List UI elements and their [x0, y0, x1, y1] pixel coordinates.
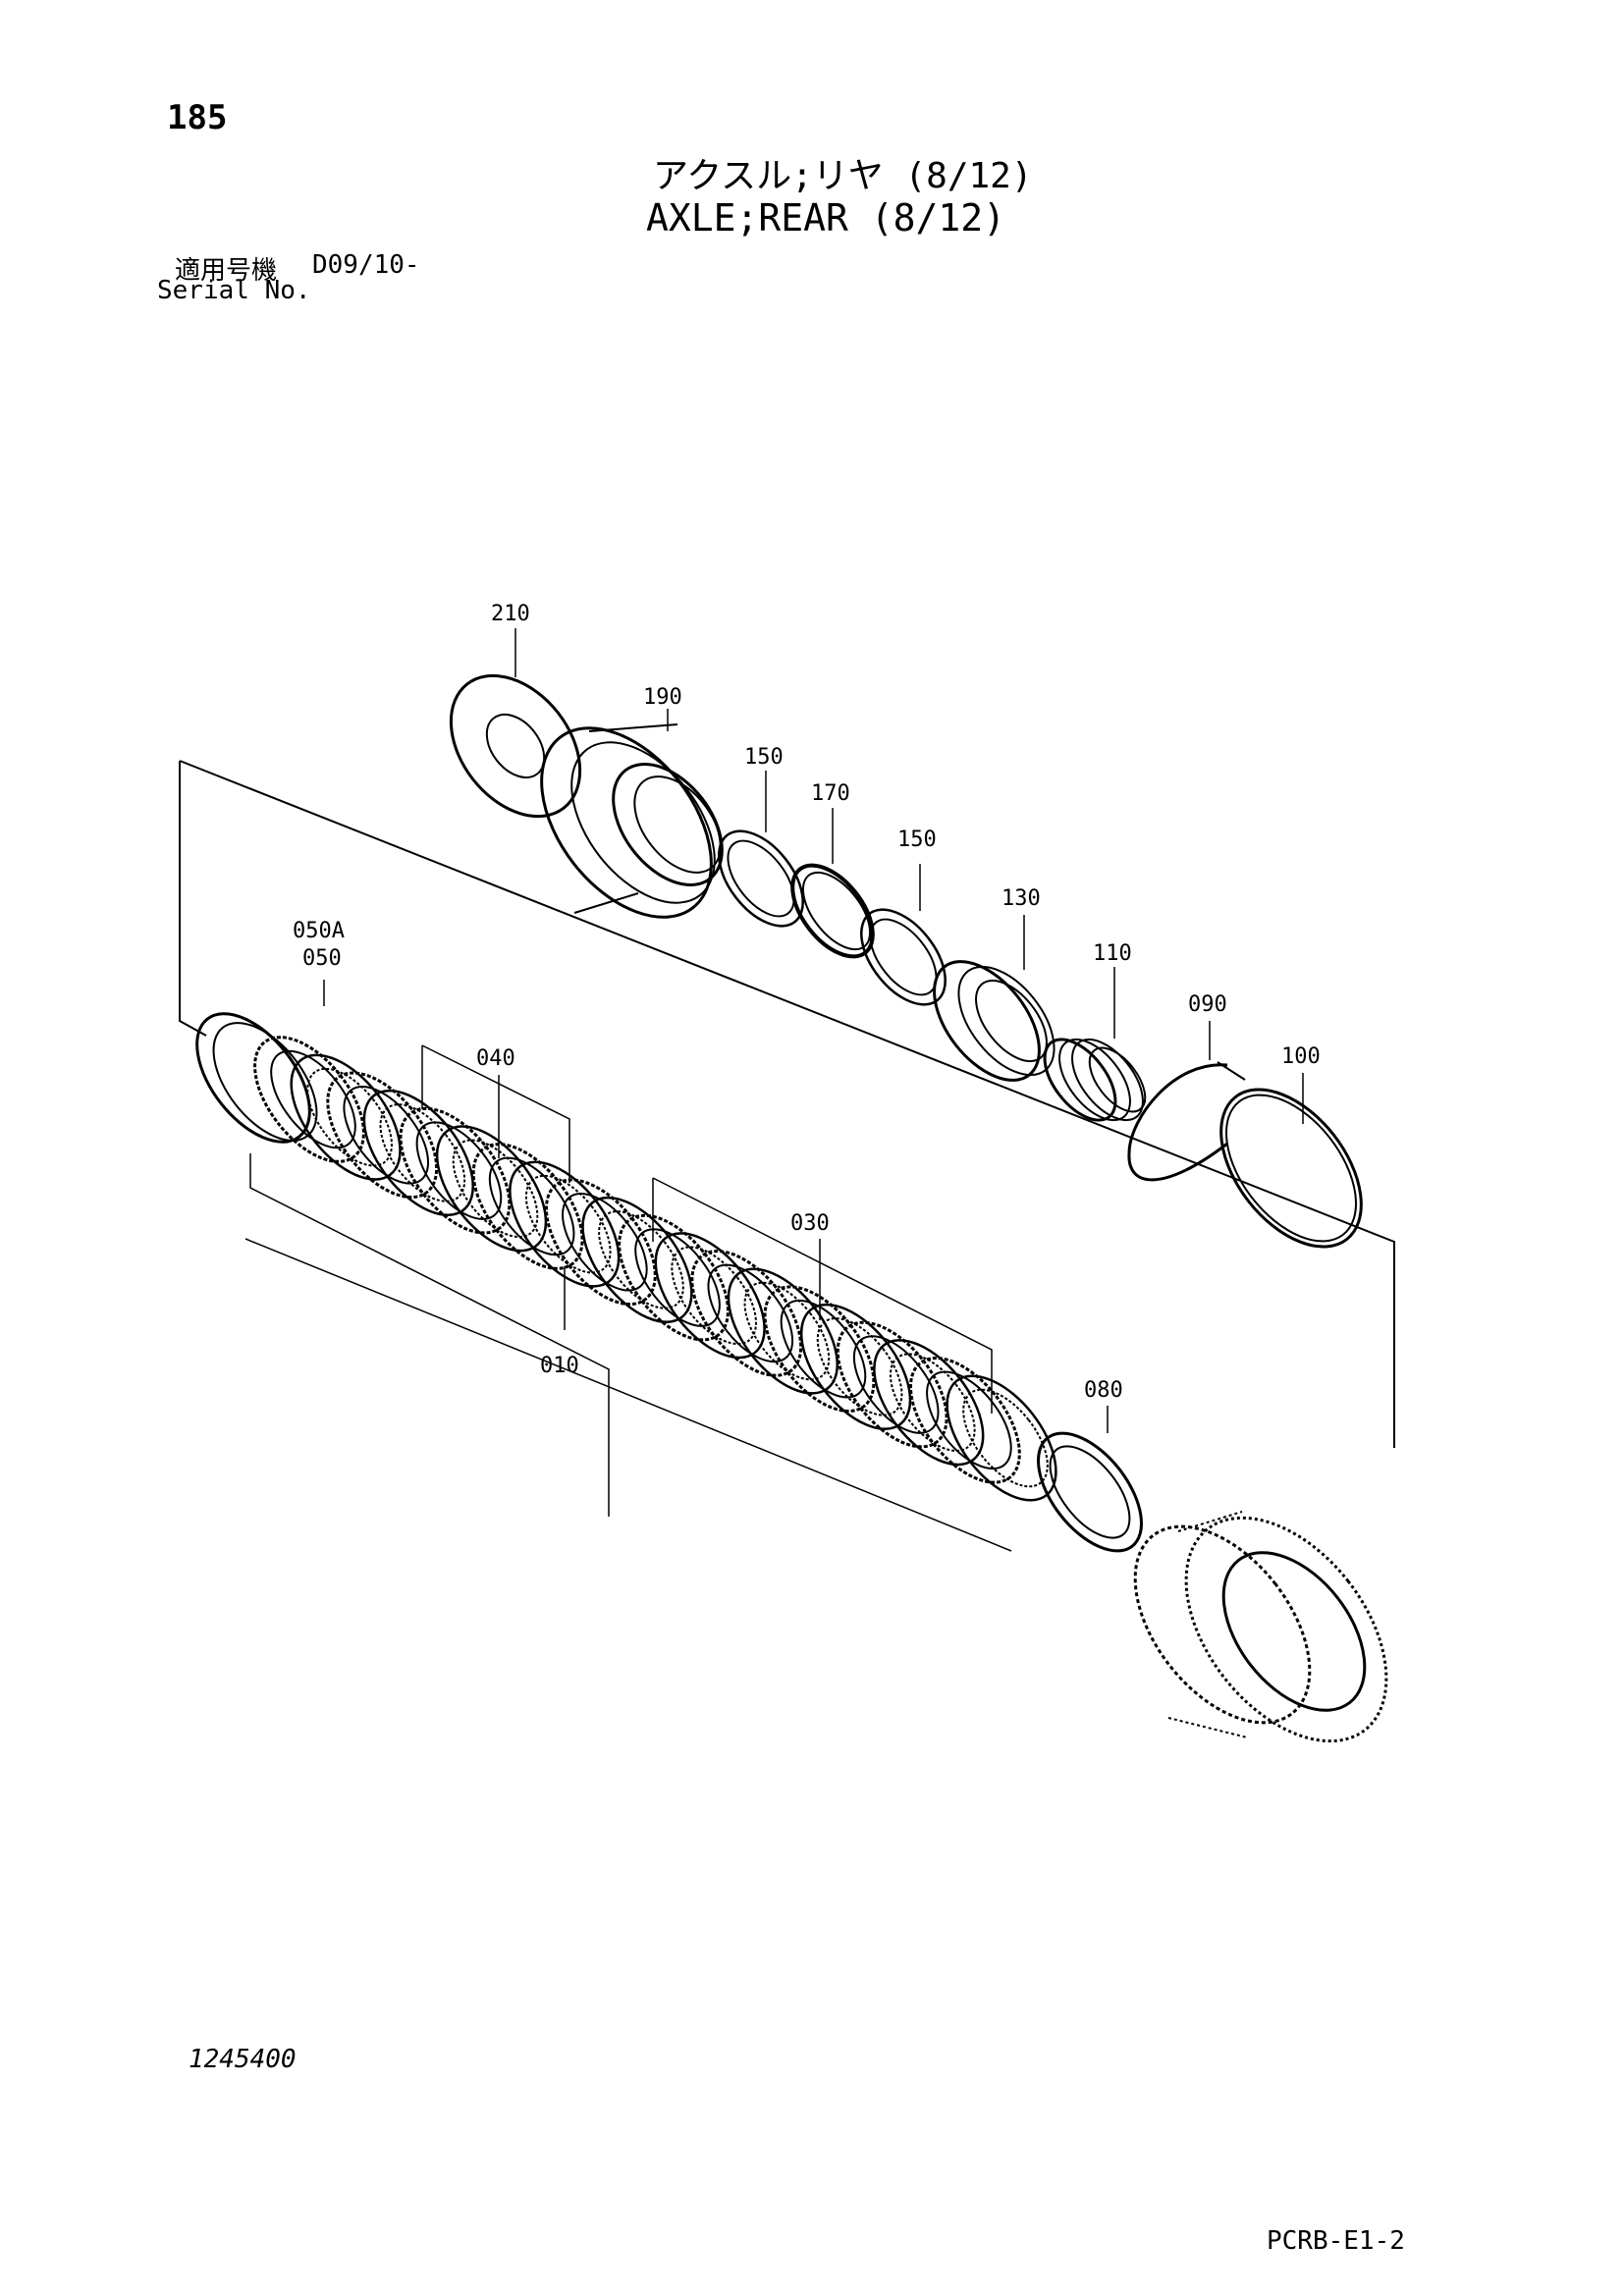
- disc-inner-edge: [852, 1335, 940, 1434]
- part-150b-seal-ring: [860, 908, 947, 1006]
- disc-inner-edge: [524, 1174, 612, 1274]
- callout-030: 030: [790, 1211, 830, 1236]
- disc-inner-edge: [889, 1353, 976, 1452]
- callout-110: 110: [1093, 941, 1132, 966]
- part-190-piston: [540, 723, 724, 919]
- disc-inner-edge: [343, 1086, 430, 1185]
- callout-090: 090: [1188, 992, 1227, 1017]
- callout-040: 040: [476, 1046, 515, 1071]
- callout-150-lower: 150: [897, 828, 937, 852]
- drawing-number: 1245400: [189, 2045, 297, 2074]
- title-english: AXLE;REAR (8/12): [646, 196, 1006, 240]
- disc-inner-edge: [780, 1299, 867, 1399]
- callout-labels: 210 190 150 170 150 130 110 090 100 050A…: [293, 602, 1321, 1403]
- disc-inner-edge: [306, 1067, 393, 1167]
- serial-label-english: Serial No.: [157, 276, 311, 305]
- clutch-disc-pack: [253, 1036, 1057, 1502]
- assembly-bracket: [179, 760, 1395, 1448]
- disc-inner-edge: [962, 1388, 1049, 1488]
- disc-inner-edge: [816, 1317, 903, 1416]
- part-210-thrust-washer: [449, 673, 582, 819]
- disc-inner-edge: [379, 1103, 466, 1202]
- disc-group-brackets: [244, 1044, 1012, 1552]
- disc-inner-edge: [415, 1121, 503, 1220]
- page-number: 185: [167, 98, 228, 137]
- part-150a-seal-ring: [718, 829, 804, 928]
- callout-130: 130: [1001, 886, 1041, 911]
- callout-080: 080: [1084, 1378, 1123, 1403]
- callout-170: 170: [811, 781, 850, 806]
- leader-lines: [323, 628, 1304, 1433]
- disc-inner-edge: [452, 1139, 539, 1239]
- part-080-thrust-washer: [1037, 1431, 1143, 1553]
- disc-inner-edge: [634, 1228, 721, 1327]
- title-japanese: アクスル;リヤ (8/12): [653, 156, 1033, 196]
- separator-plate: [946, 1374, 1057, 1502]
- disc-inner-edge: [270, 1049, 356, 1149]
- part-110-spring: [1043, 1038, 1147, 1122]
- callout-190: 190: [643, 685, 682, 710]
- disc-inner-edge: [743, 1281, 831, 1381]
- disc-inner-edge: [598, 1210, 684, 1309]
- callout-050a: 050A: [293, 919, 345, 943]
- serial-value: D09/10-: [312, 250, 420, 280]
- part-090-snap-ring: [1127, 1061, 1246, 1182]
- disc-inner-edge: [671, 1246, 757, 1346]
- callout-050: 050: [302, 946, 342, 971]
- callout-210: 210: [491, 602, 530, 626]
- part-100-o-ring: [1219, 1088, 1363, 1249]
- friction-disc: [908, 1357, 1021, 1484]
- callout-100: 100: [1281, 1044, 1321, 1069]
- callout-010: 010: [540, 1354, 579, 1378]
- disc-inner-edge: [562, 1192, 648, 1292]
- disc-inner-edge: [488, 1156, 575, 1256]
- page-code: PCRB-E1-2: [1267, 2226, 1405, 2256]
- callout-150-upper: 150: [744, 745, 784, 770]
- clutch-drum-hub: [1133, 1511, 1388, 1743]
- serial-label-japanese: 適用号機: [175, 256, 278, 286]
- disc-inner-edge: [707, 1263, 794, 1363]
